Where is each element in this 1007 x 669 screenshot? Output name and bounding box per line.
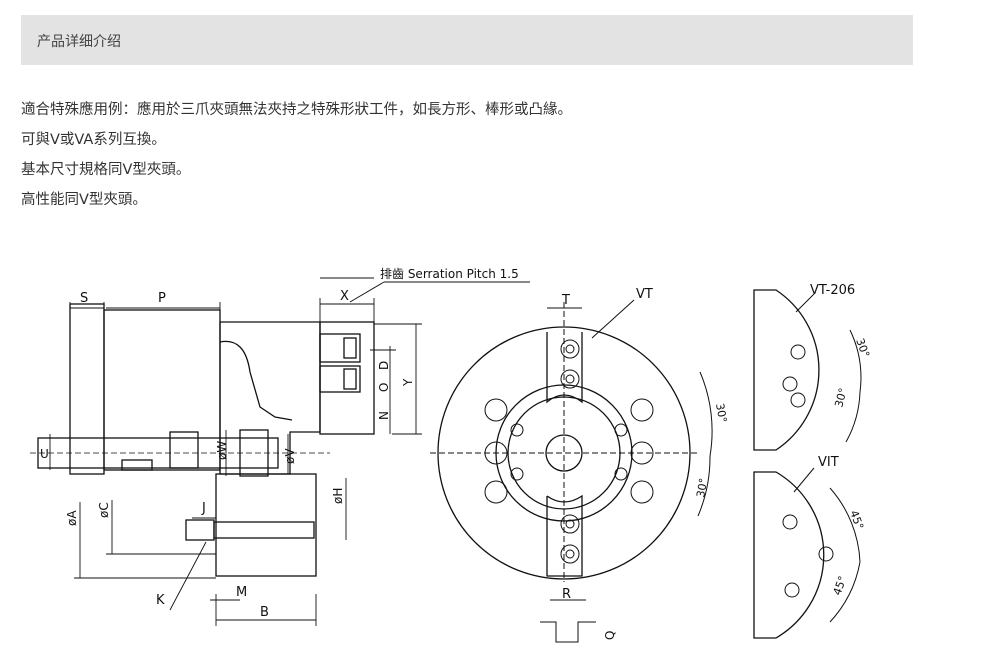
chuck-bore <box>545 434 583 472</box>
dim-w: øW <box>215 441 229 460</box>
dim-s: S <box>80 291 88 306</box>
bottom-jaw-slot <box>546 494 583 577</box>
dim-t: T <box>561 293 570 308</box>
dim-n: N <box>377 411 391 420</box>
description-line: 適合特殊應用例：應用於三爪夾頭無法夾持之特殊形狀工件，如長方形、棒形或凸緣。 <box>21 102 572 118</box>
bolt-shank <box>213 521 315 539</box>
dim-b: B <box>260 605 269 620</box>
key-slot <box>121 459 153 471</box>
serration-tooth-2 <box>319 365 361 393</box>
dim-k: K <box>156 593 165 608</box>
shaft-end <box>239 429 269 477</box>
dim-p: P <box>158 291 166 306</box>
technical-drawing-svg: 排齒 Serration Pitch 1.5 S P X U øW øV øH … <box>30 267 872 643</box>
dim-h: øH <box>331 488 345 504</box>
angle-45-a: 45° <box>847 509 866 532</box>
description-line: 可與V或VA系列互換。 <box>21 132 166 148</box>
dim-v: øV <box>283 448 297 464</box>
chuck-technical-drawing: 排齒 Serration Pitch 1.5 S P X U øW øV øH … <box>30 242 902 664</box>
chuck-body-back <box>69 303 105 475</box>
dim-d: D <box>377 361 391 370</box>
jaw-bolt-1 <box>343 337 357 359</box>
description-line: 基本尺寸規格同V型夾頭。 <box>21 162 191 178</box>
jaw-serration-block <box>319 321 375 435</box>
dim-a: øA <box>65 510 79 526</box>
dim-u: U <box>40 447 49 461</box>
jaw-contour <box>219 340 293 421</box>
dim-m: M <box>236 585 247 600</box>
serration-label: 排齒 Serration Pitch 1.5 <box>380 267 519 281</box>
angle-30-c: 30° <box>853 337 872 360</box>
chuck-body-main <box>103 309 221 471</box>
product-description: 適合特殊應用例：應用於三爪夾頭無法夾持之特殊形狀工件，如長方形、棒形或凸緣。 可… <box>21 98 572 218</box>
dim-y: Y <box>401 378 415 387</box>
dim-x: X <box>340 289 349 304</box>
dim-r: R <box>562 587 571 602</box>
section-header: 产品详细介绍 <box>21 15 913 65</box>
description-line: 高性能同V型夾頭。 <box>21 192 147 208</box>
angle-30-d: 30° <box>832 387 850 409</box>
dim-q: Q <box>603 631 617 640</box>
dim-j: J <box>201 501 206 516</box>
label-vit: VIT <box>818 455 839 470</box>
vit-section <box>753 471 825 639</box>
angle-30-b: 30° <box>694 477 710 498</box>
serration-tooth-1 <box>319 333 361 363</box>
jaw-body <box>219 321 321 475</box>
angle-30-a: 30° <box>713 402 729 423</box>
vt206-section <box>753 289 820 451</box>
front-housing <box>215 473 317 577</box>
section-title: 产品详细介绍 <box>37 34 121 50</box>
shaft-collar <box>169 431 199 469</box>
label-vt: VT <box>636 287 653 302</box>
dim-c: øC <box>97 502 111 518</box>
angle-45-b: 45° <box>831 574 850 597</box>
jaw-bolt-2 <box>343 368 357 390</box>
dim-o: O <box>377 383 391 392</box>
label-vt206: VT-206 <box>810 283 855 298</box>
chuck-outer-circle <box>437 326 691 580</box>
bolt-head <box>185 519 215 541</box>
